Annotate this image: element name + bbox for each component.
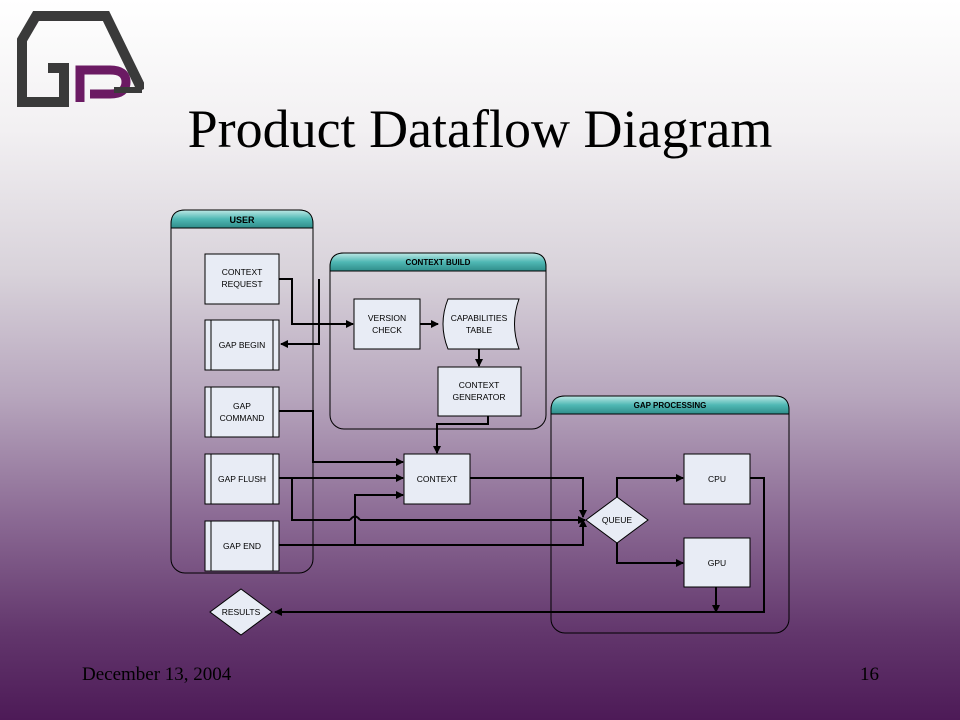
node-context-label: CONTEXT: [417, 474, 458, 484]
lane-context-build-label: CONTEXT BUILD: [406, 258, 471, 267]
node-context-generator-line1: CONTEXT: [459, 380, 500, 390]
node-gpu: GPU: [683, 537, 751, 588]
node-gap-begin: GAP BEGIN: [204, 319, 280, 371]
node-gap-flush-label: GAP FLUSH: [218, 474, 266, 484]
node-context: CONTEXT: [403, 453, 471, 505]
connectors: [274, 278, 765, 616]
lane-user-label: USER: [229, 215, 255, 225]
node-gpu-label: GPU: [708, 558, 726, 568]
node-queue-label: QUEUE: [602, 515, 633, 525]
node-gap-command: GAP COMMAND: [204, 386, 280, 438]
page-title: Product Dataflow Diagram: [187, 99, 773, 159]
lane-gap-processing-label: GAP PROCESSING: [634, 401, 707, 410]
node-gap-command-line1: GAP: [233, 401, 251, 411]
node-context-generator-line2: GENERATOR: [452, 392, 505, 402]
footer-date: December 13, 2004: [82, 664, 232, 685]
gap-logo: [17, 11, 144, 107]
node-results: RESULTS: [209, 588, 273, 636]
node-queue: QUEUE: [585, 496, 649, 544]
node-cpu: CPU: [683, 453, 751, 505]
node-gap-command-line2: COMMAND: [220, 413, 265, 423]
node-capabilities-table: CAPABILITIES TABLE: [442, 298, 520, 350]
node-version-check: VERSION CHECK: [353, 298, 421, 350]
node-gap-flush: GAP FLUSH: [204, 453, 280, 505]
node-gap-end: GAP END: [204, 520, 280, 572]
node-context-generator: CONTEXT GENERATOR: [437, 366, 522, 417]
node-gap-begin-label: GAP BEGIN: [219, 340, 266, 350]
node-context-request-line2: REQUEST: [221, 279, 262, 289]
footer-page-number: 16: [860, 664, 879, 685]
node-results-label: RESULTS: [222, 607, 261, 617]
lane-user: USER: [170, 209, 314, 574]
node-context-request: CONTEXT REQUEST: [204, 253, 280, 305]
node-capabilities-table-line1: CAPABILITIES: [451, 313, 508, 323]
node-version-check-line2: CHECK: [372, 325, 402, 335]
node-cpu-label: CPU: [708, 474, 726, 484]
node-capabilities-table-line2: TABLE: [466, 325, 493, 335]
node-version-check-line1: VERSION: [368, 313, 406, 323]
node-context-request-line1: CONTEXT: [222, 267, 263, 277]
node-gap-end-label: GAP END: [223, 541, 261, 551]
lane-gap-processing: GAP PROCESSING: [550, 395, 790, 634]
